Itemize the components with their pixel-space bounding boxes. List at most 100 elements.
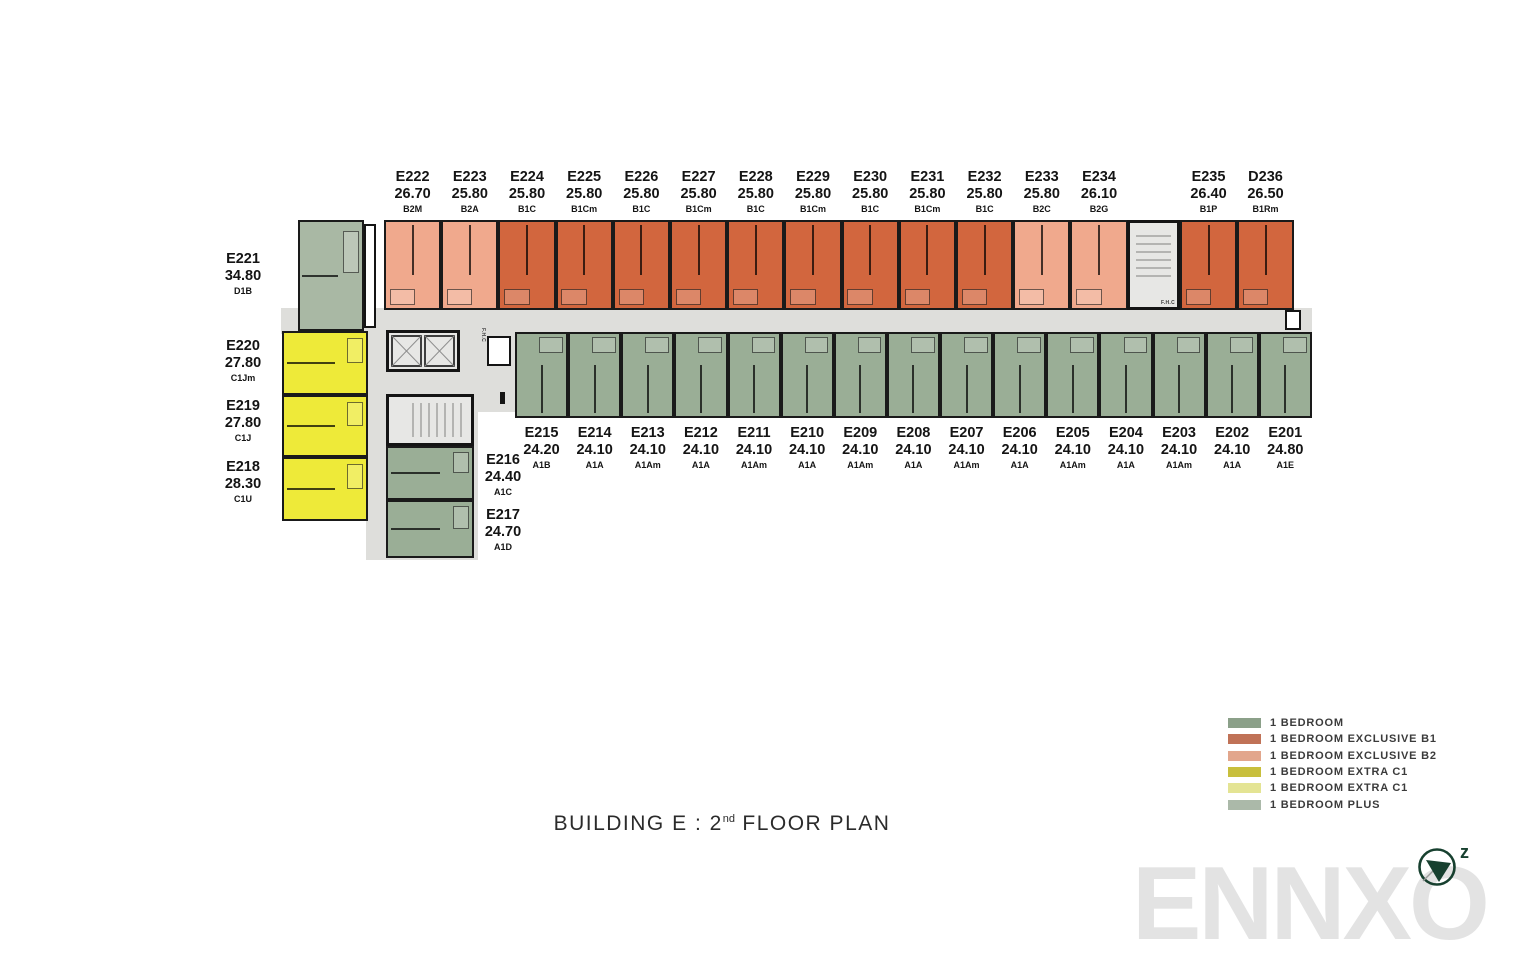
unit-E231 <box>898 220 956 310</box>
elevator-cars-icon <box>391 335 455 367</box>
legend-swatch-icon <box>1228 783 1261 794</box>
unit-area: 24.80 <box>1267 442 1304 458</box>
unit-E211 <box>727 332 781 418</box>
unit-id: E235 <box>1191 169 1226 185</box>
unit-type: A1Am <box>1059 460 1086 470</box>
unit-area: 24.10 <box>1107 442 1145 458</box>
stair-treads <box>411 402 463 438</box>
unit-id: E208 <box>896 425 931 441</box>
unit-id: E201 <box>1268 425 1303 441</box>
unit-type: A1A <box>691 460 710 470</box>
title-text-after: FLOOR PLAN <box>735 812 891 835</box>
stair-treads <box>1135 234 1172 282</box>
unit-type: D1B <box>233 286 252 296</box>
legend-label: 1 BEDROOM <box>1270 717 1344 730</box>
unit-id: E217 <box>486 507 520 523</box>
unit-type: B1P <box>1199 204 1218 214</box>
unit-id: E234 <box>1082 169 1116 185</box>
unit-area: 26.10 <box>1080 186 1118 202</box>
unit-id: E229 <box>796 169 830 185</box>
unit-id: E228 <box>738 169 773 185</box>
unit-E209 <box>833 332 887 418</box>
legend-label: 1 BEDROOM EXCLUSIVE B1 <box>1270 733 1437 746</box>
unit-type: A1A <box>904 460 923 470</box>
elevator-core <box>386 330 460 372</box>
unit-area: 24.10 <box>1054 442 1091 458</box>
legend-swatch-icon <box>1228 734 1261 745</box>
unit-E229 <box>784 220 842 310</box>
unit-id: E226 <box>624 169 659 185</box>
unit-id: E215 <box>524 425 559 441</box>
unit-type: B1C <box>861 204 880 214</box>
legend: 1 BEDROOM 1 BEDROOM EXCLUSIVE B1 1 BEDROOM… <box>1228 715 1437 813</box>
unit-area: 25.80 <box>737 186 774 202</box>
unit-area: 25.80 <box>794 186 832 202</box>
unit-E220 <box>282 331 368 395</box>
unit-id: E203 <box>1162 425 1196 441</box>
unit-type: B1C <box>746 204 765 214</box>
unit-id: D236 <box>1248 169 1283 185</box>
unit-type: A1B <box>532 460 551 470</box>
unit-id: E206 <box>1002 425 1037 441</box>
stairwell-left <box>386 394 474 446</box>
unit-id: E219 <box>226 398 260 414</box>
unit-E206 <box>993 332 1047 418</box>
unit-area: 24.10 <box>629 442 666 458</box>
unit-E225 <box>555 220 613 310</box>
fhc-label-top: F.H.C <box>1161 300 1175 306</box>
unit-type: C1J <box>234 433 252 443</box>
unit-id: E227 <box>681 169 716 185</box>
unit-E217 <box>386 500 474 558</box>
unit-E232 <box>956 220 1014 310</box>
unit-type: A1A <box>1223 460 1242 470</box>
unit-area: 24.10 <box>1160 442 1198 458</box>
unit-type: B2M <box>403 204 423 214</box>
unit-E216 <box>386 446 474 500</box>
unit-id: E220 <box>226 338 260 354</box>
legend-swatch-icon <box>1228 750 1261 761</box>
unit-area: 25.80 <box>680 186 717 202</box>
unit-area: 34.80 <box>224 268 262 284</box>
unit-E230 <box>841 220 899 310</box>
unit-area: 24.10 <box>1001 442 1038 458</box>
unit-type: A1Am <box>1166 460 1193 470</box>
unit-id: E213 <box>630 425 665 441</box>
unit-area: 24.10 <box>948 442 985 458</box>
unit-type: B2C <box>1032 204 1051 214</box>
unit-area: 24.20 <box>523 442 560 458</box>
unit-type: B1Cm <box>799 204 826 214</box>
unit-E212 <box>674 332 728 418</box>
unit-area: 25.80 <box>451 186 488 202</box>
unit-area: 25.80 <box>909 186 946 202</box>
unit-E221 <box>298 220 364 331</box>
unit-area: 24.10 <box>788 442 826 458</box>
legend-swatch-icon <box>1228 799 1261 810</box>
compass-icon: z <box>1418 842 1469 886</box>
unit-area: 25.80 <box>852 186 889 202</box>
unit-area: 24.70 <box>484 524 522 540</box>
unit-area: 24.10 <box>842 442 879 458</box>
stairwell-top: F.H.C <box>1127 220 1180 310</box>
page-title: BUILDING E : 2nd FLOOR PLAN <box>554 812 891 836</box>
legend-swatch-icon <box>1228 767 1261 778</box>
unit-area: 25.80 <box>1023 186 1060 202</box>
unit-type: B2G <box>1089 204 1109 214</box>
legend-row: 1 BEDROOM EXTRA C1 <box>1228 780 1437 796</box>
unit-id: E230 <box>853 169 888 185</box>
